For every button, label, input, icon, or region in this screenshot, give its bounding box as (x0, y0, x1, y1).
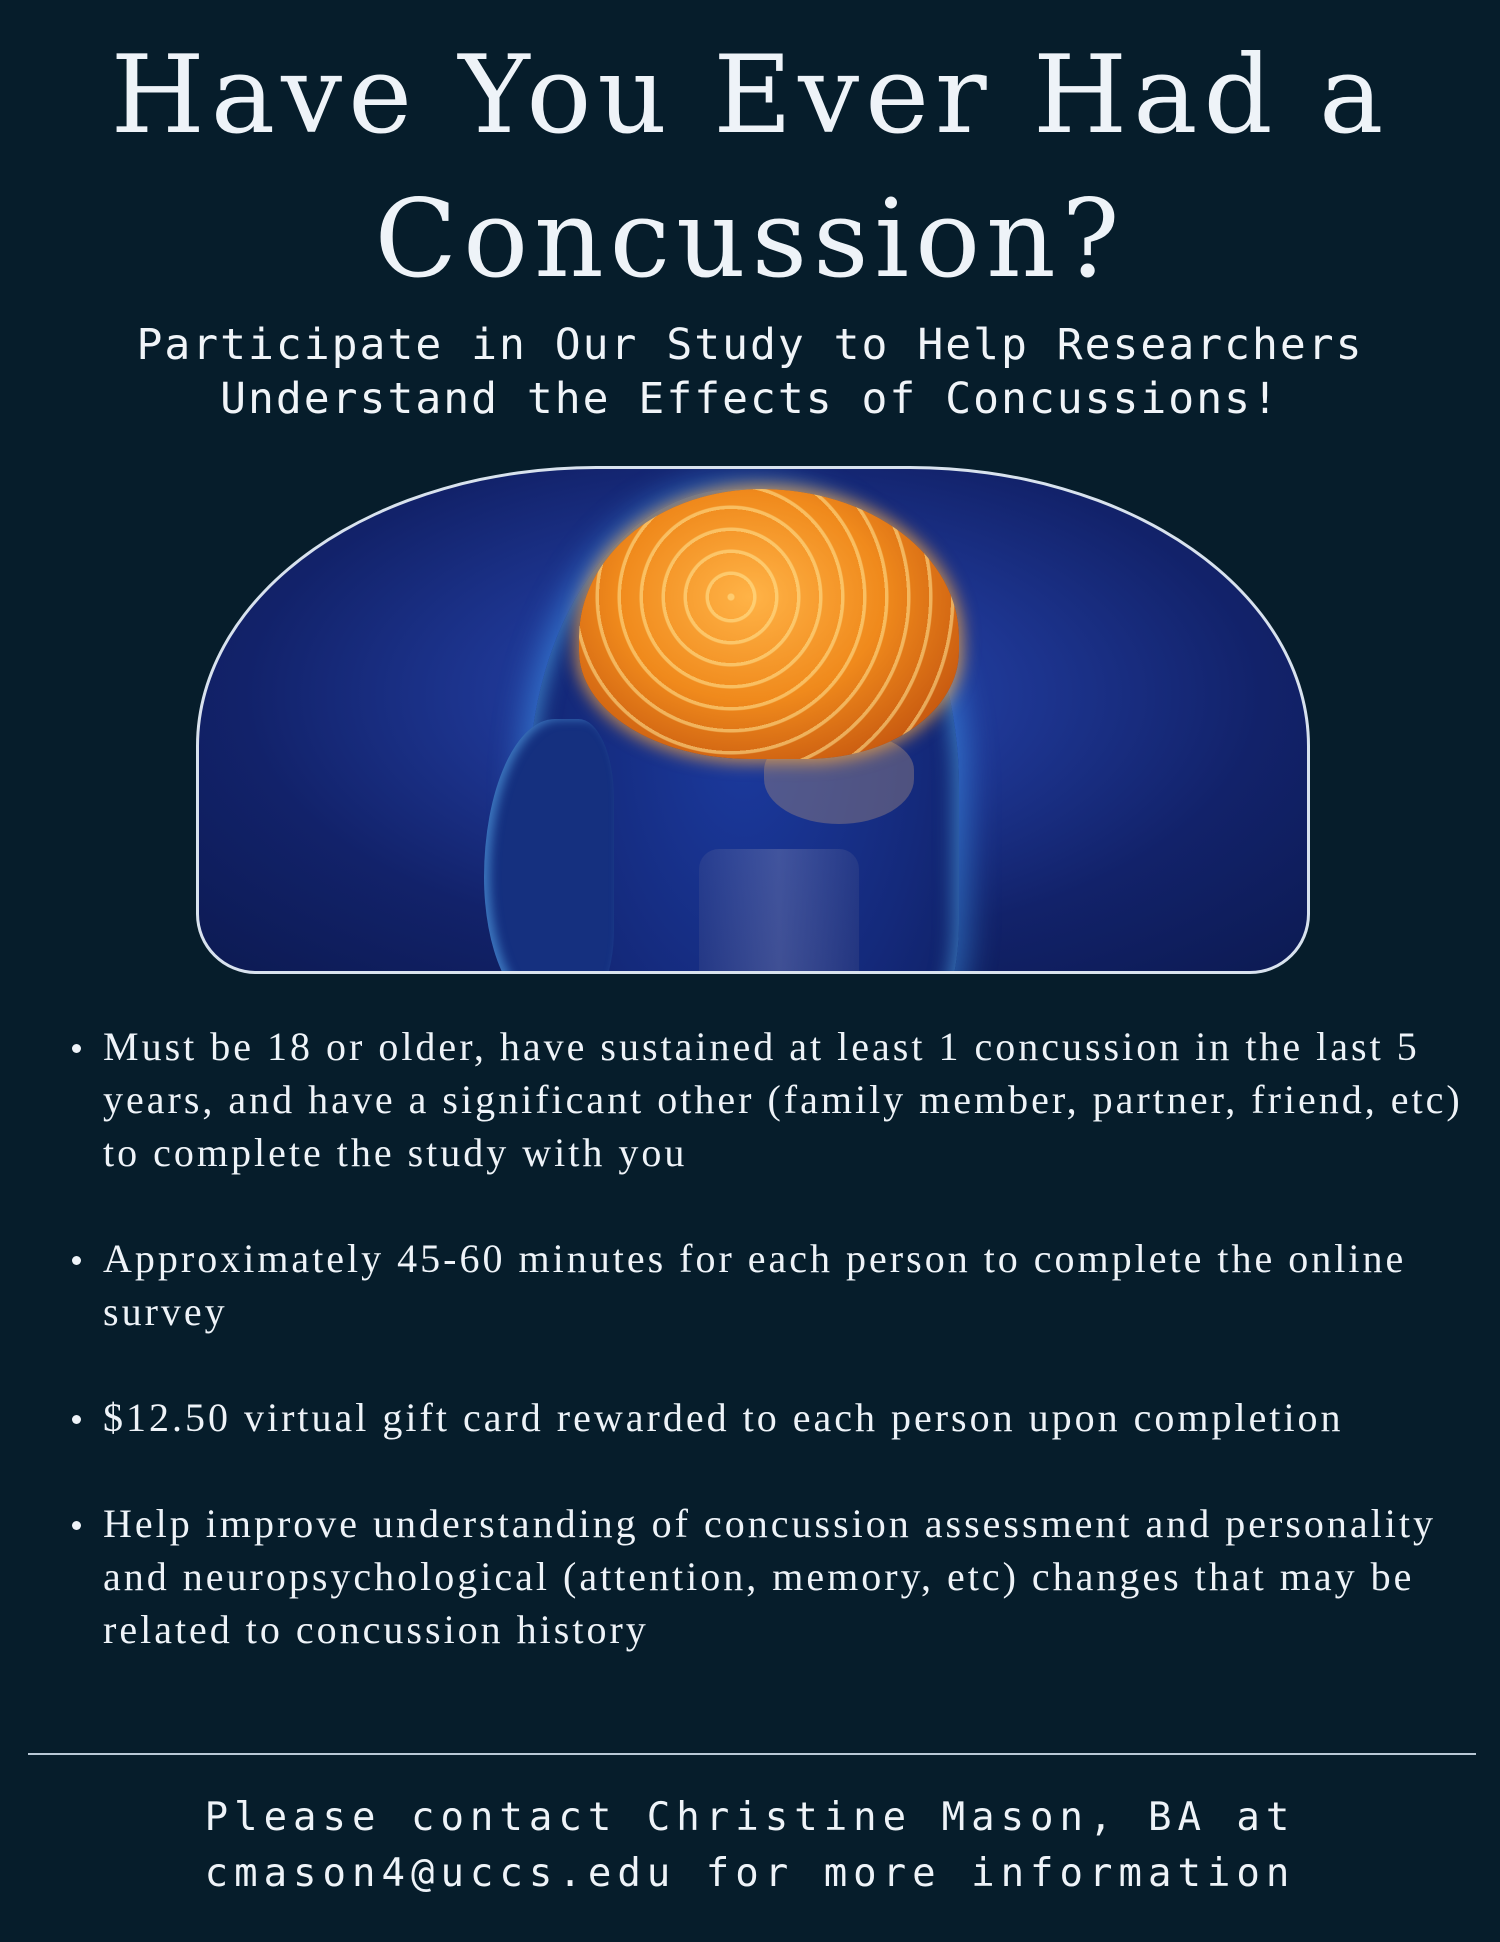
page-title-line2: Concussion? (374, 177, 1126, 302)
subtitle-line2: Understand the Effects of Concussions! (220, 374, 1280, 424)
list-item: $12.50 virtual gift card rewarded to eac… (68, 1391, 1468, 1444)
hero-image-brain-illustration (196, 466, 1310, 974)
list-item-text: Approximately 45-60 minutes for each per… (103, 1236, 1407, 1334)
bullet-icon (72, 1044, 81, 1053)
requirements-list: Must be 18 or older, have sustained at l… (68, 1020, 1468, 1709)
divider (28, 1753, 1476, 1755)
bullet-icon (72, 1521, 81, 1530)
face-profile (484, 719, 614, 971)
list-item-text: $12.50 virtual gift card rewarded to eac… (103, 1395, 1344, 1440)
neck-spine (699, 849, 859, 971)
list-item-text: Must be 18 or older, have sustained at l… (103, 1024, 1463, 1175)
contact-line1: Please contact Christine Mason, BA at (204, 1795, 1296, 1840)
subtitle: Participate in Our Study to Help Researc… (0, 318, 1500, 426)
list-item: Help improve understanding of concussion… (68, 1497, 1468, 1656)
list-item: Approximately 45-60 minutes for each per… (68, 1232, 1468, 1338)
list-item: Must be 18 or older, have sustained at l… (68, 1020, 1468, 1179)
brain-icon (579, 489, 959, 759)
contact-line2: cmason4@uccs.edu for more information (204, 1851, 1296, 1896)
subtitle-line1: Participate in Our Study to Help Researc… (136, 320, 1364, 370)
contact-info: Please contact Christine Mason, BA at cm… (0, 1790, 1500, 1902)
list-item-text: Help improve understanding of concussion… (103, 1501, 1436, 1652)
page-title-line1: Have You Ever Had a (110, 33, 1390, 158)
bullet-icon (72, 1415, 81, 1424)
bullet-icon (72, 1256, 81, 1265)
